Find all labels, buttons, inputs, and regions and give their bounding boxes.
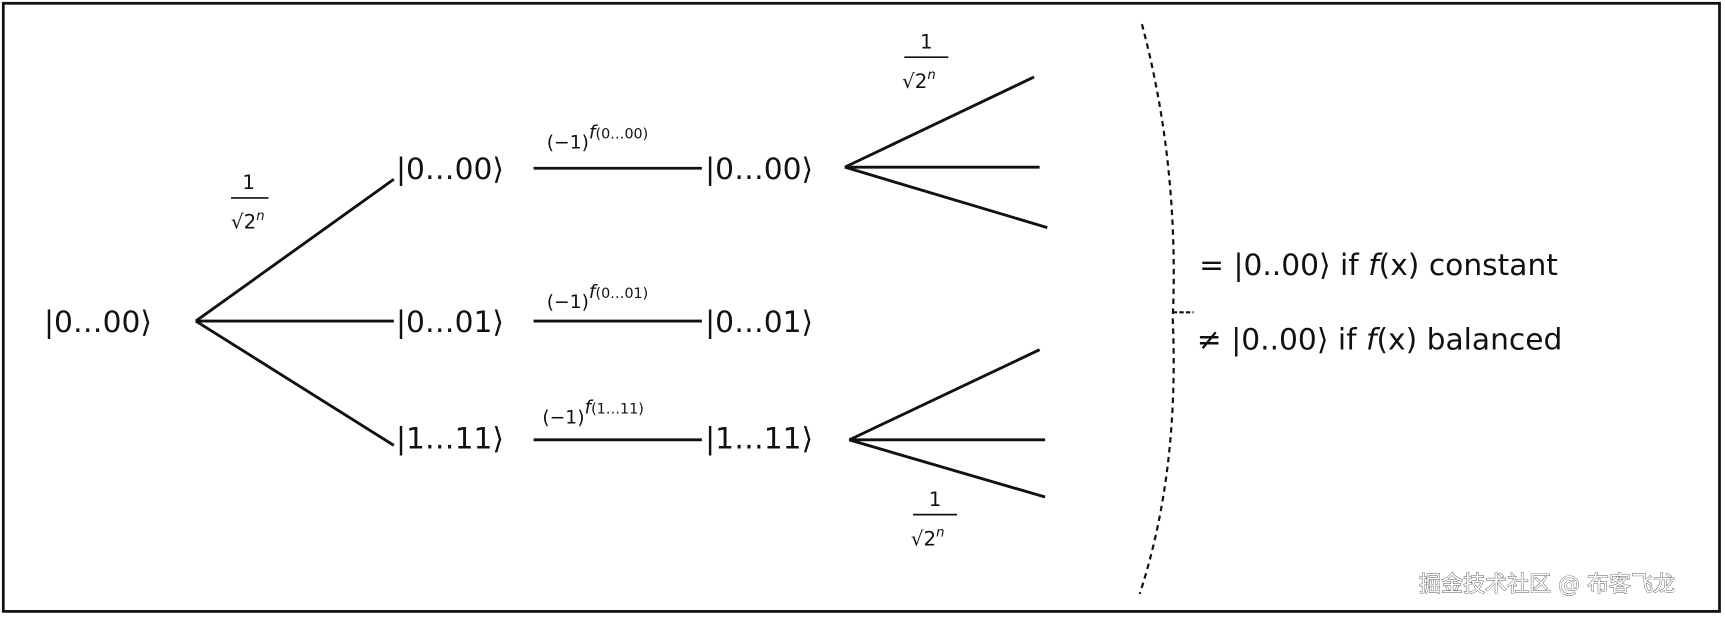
root-ket: |0…00⟩ bbox=[44, 305, 152, 340]
amplitude-label-top-right: 1 √2n bbox=[902, 30, 949, 93]
edge-root-bottom bbox=[195, 319, 395, 447]
svg-text:1: 1 bbox=[920, 30, 933, 53]
right-ket-2: |1…11⟩ bbox=[705, 422, 813, 457]
edge-root-top bbox=[194, 178, 395, 323]
fan-top-edge-2 bbox=[844, 165, 1048, 229]
svg-text:√2n: √2n bbox=[231, 209, 265, 234]
middle-ket-2: |1…11⟩ bbox=[396, 422, 504, 457]
result-constant: = |0..00⟩ if f(x) constant bbox=[1199, 248, 1558, 283]
middle-ket-1: |0…01⟩ bbox=[396, 305, 504, 340]
phase-label-2: (−1)f(1…11) bbox=[542, 397, 643, 428]
phase-label-1: (−1)f(0…01) bbox=[547, 282, 648, 313]
amplitude-label-bottom-right: 1 √2n bbox=[911, 488, 958, 551]
fan-bottom-edge-2 bbox=[848, 438, 1046, 499]
svg-text:√2n: √2n bbox=[902, 68, 936, 93]
middle-ket-0: |0…00⟩ bbox=[396, 152, 504, 187]
dashed-brace bbox=[1138, 23, 1175, 595]
fan-top-edge-0 bbox=[844, 75, 1035, 169]
fan-bottom-edge-0 bbox=[848, 348, 1041, 442]
watermark: 掘金技术社区 @ 布客飞龙 bbox=[1419, 573, 1675, 598]
amplitude-label-left: 1 √2n bbox=[231, 171, 269, 234]
result-balanced: ≠ |0..00⟩ if f(x) balanced bbox=[1197, 323, 1562, 358]
right-ket-0: |0…00⟩ bbox=[705, 152, 813, 187]
right-ket-1: |0…01⟩ bbox=[705, 305, 813, 340]
phase-label-0: (−1)f(0…00) bbox=[547, 123, 648, 154]
svg-text:1: 1 bbox=[929, 488, 942, 511]
svg-text:1: 1 bbox=[242, 171, 255, 194]
svg-text:√2n: √2n bbox=[911, 526, 945, 551]
